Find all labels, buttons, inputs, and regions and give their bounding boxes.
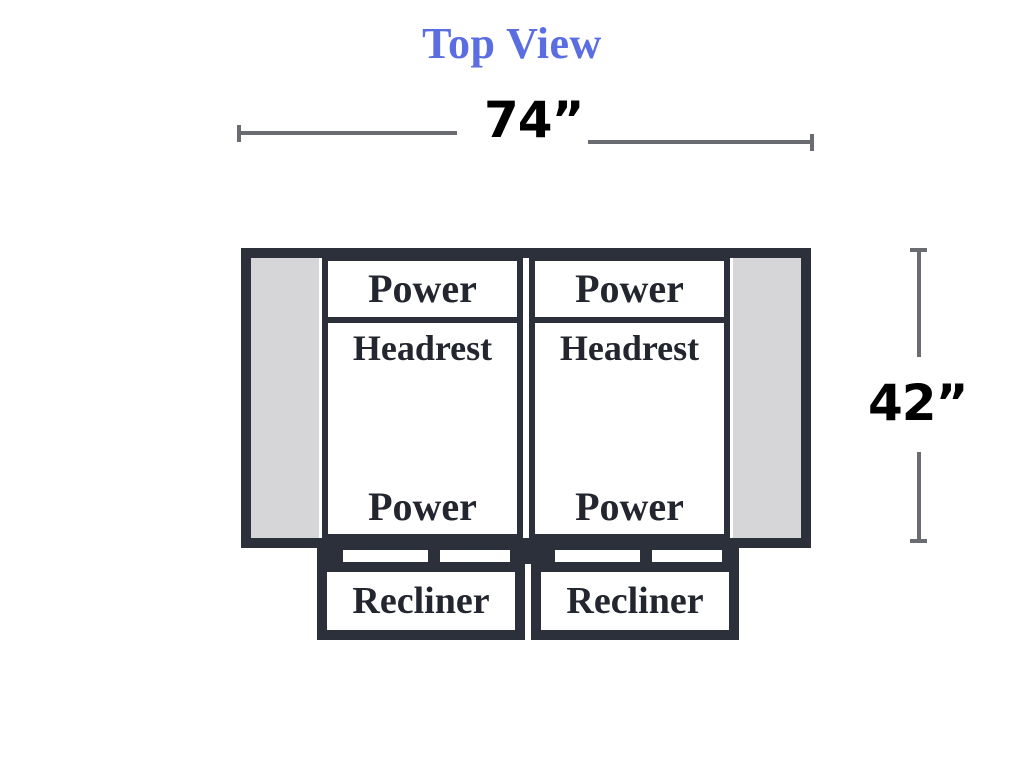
width-dimension-left-line: [239, 131, 457, 135]
height-dimension-label: 42”: [868, 374, 968, 432]
right-seat-power-recline-label: Power: [575, 484, 684, 529]
sofa-body: Power Headrest Power Power Headrest Powe…: [241, 248, 811, 548]
connector-gap-1: [343, 550, 428, 562]
recliner-connector-band: [317, 548, 739, 564]
connector-gap-3: [555, 550, 640, 562]
right-seat-headrest-label: Headrest: [559, 328, 700, 368]
right-seat-power-headrest-label: Power: [575, 266, 684, 311]
width-dimension-right-line: [588, 140, 812, 144]
left-recliner: Recliner: [317, 562, 525, 640]
left-seat-main-cell: Headrest Power: [328, 323, 517, 534]
right-seat: Power Headrest Power: [529, 255, 730, 540]
left-seat-power-recline-label: Power: [368, 484, 477, 529]
connector-gap-4: [652, 550, 722, 562]
connector-gap-2: [440, 550, 510, 562]
left-seat: Power Headrest Power: [322, 255, 523, 540]
right-seat-power-headrest-cell: Power: [535, 261, 724, 323]
height-dimension-top-line: [917, 250, 921, 357]
width-dimension-label: 74”: [484, 91, 584, 149]
right-recliner-label: Recliner: [566, 580, 704, 622]
height-dimension-bottom-line: [917, 452, 921, 541]
right-seat-main-cell: Headrest Power: [535, 323, 724, 534]
height-dimension-bottom-tick: [910, 539, 927, 543]
left-seat-power-headrest-label: Power: [368, 266, 477, 311]
left-recliner-label: Recliner: [352, 580, 490, 622]
width-dimension-right-tick: [810, 134, 814, 151]
left-seat-power-headrest-cell: Power: [328, 261, 517, 323]
page-title: Top View: [422, 19, 602, 68]
left-armrest: [251, 258, 319, 538]
right-armrest: [733, 258, 801, 538]
right-recliner: Recliner: [531, 562, 739, 640]
left-seat-headrest-label: Headrest: [352, 328, 493, 368]
